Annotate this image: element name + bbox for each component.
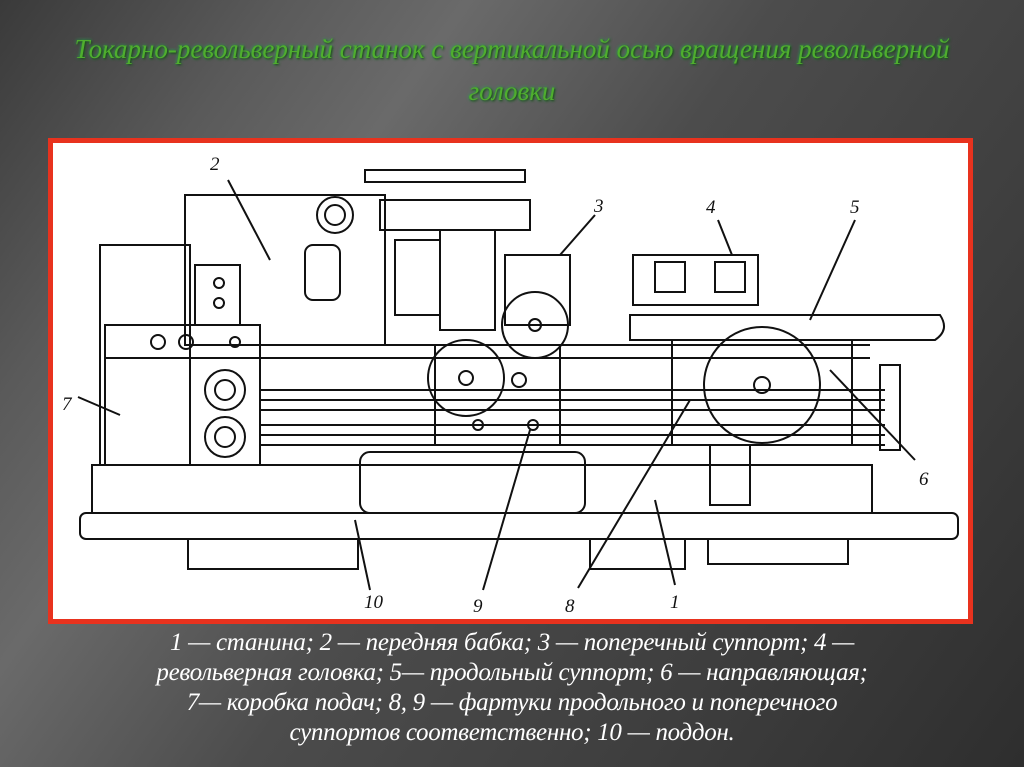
label-10: 10 (364, 592, 384, 613)
label-7: 7 (62, 394, 73, 415)
foot (589, 538, 686, 570)
label-8: 8 (565, 596, 575, 617)
tray (79, 512, 959, 540)
headstock (184, 194, 386, 346)
apron-9 (434, 344, 561, 446)
caption: 1 — станина; 2 — передняя бабка; 3 — поп… (30, 628, 994, 748)
cross-slide (504, 254, 571, 326)
label-6: 6 (919, 469, 929, 490)
caption-line: револьверная головка; 5— продольный супп… (156, 659, 868, 686)
lathe-diagram-frame: 2 3 4 5 7 6 10 9 8 1 (48, 138, 973, 624)
bed (91, 464, 873, 514)
feed-box (104, 324, 261, 466)
label-3: 3 (593, 196, 604, 217)
label-4: 4 (706, 197, 716, 218)
turret-head (632, 254, 759, 306)
caption-line: суппортов соответственно; 10 — поддон. (289, 719, 735, 746)
bed-leg (359, 451, 586, 514)
label-2: 2 (210, 154, 220, 175)
foot (707, 538, 849, 565)
lathe-drawing: 2 3 4 5 7 6 10 9 8 1 (62, 154, 959, 617)
slide-title: Токарно-револьверный станок с вертикальн… (74, 34, 950, 106)
label-9: 9 (473, 596, 483, 617)
longitudinal-slide (629, 314, 945, 341)
caption-line: 7— коробка подач; 8, 9 — фартуки продоль… (186, 689, 838, 716)
foot (187, 538, 359, 570)
label-1: 1 (670, 592, 680, 613)
label-5: 5 (850, 197, 860, 218)
caption-line: 1 — станина; 2 — передняя бабка; 3 — поп… (169, 629, 855, 656)
